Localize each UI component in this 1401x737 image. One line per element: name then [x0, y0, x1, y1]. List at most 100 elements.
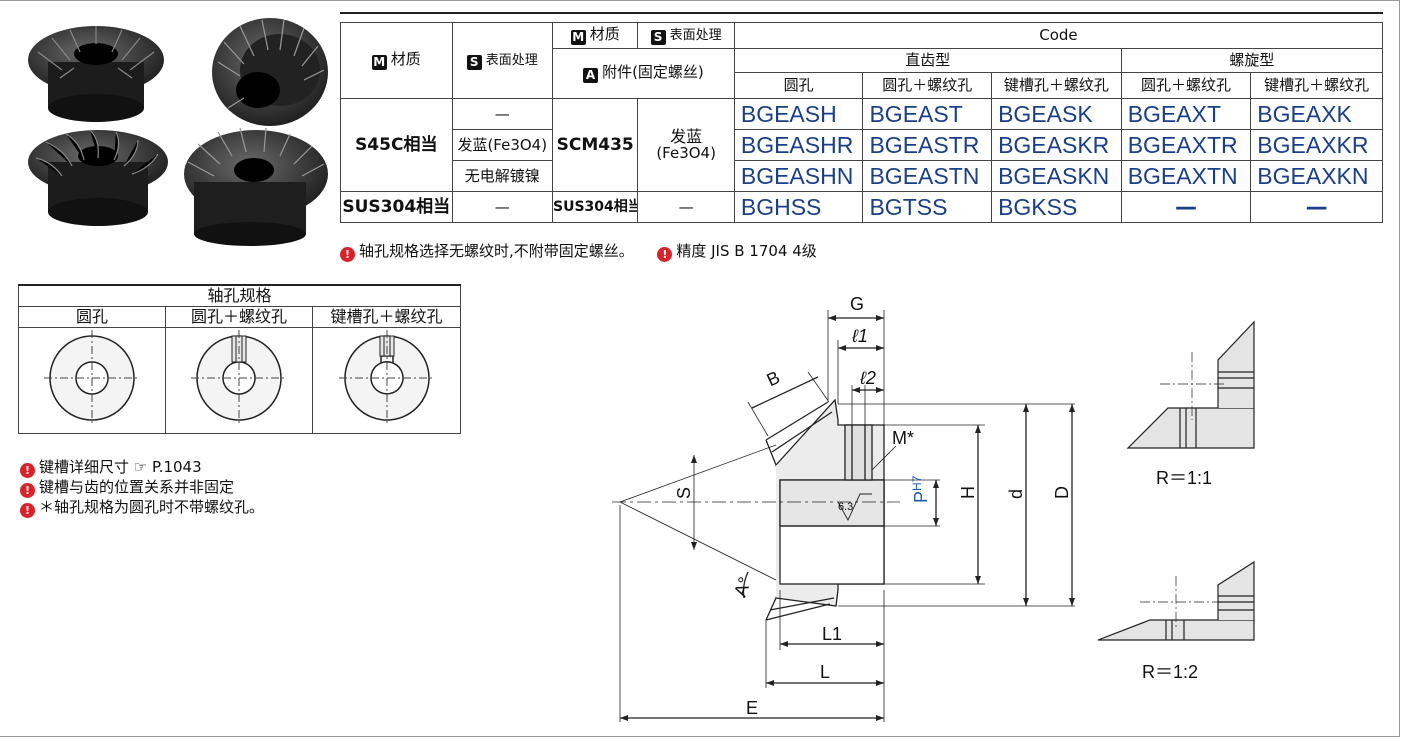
code-cell[interactable]: BGEASTN — [862, 160, 993, 192]
roughness-value: 6.3 — [838, 501, 853, 513]
straight-type-header: 直齿型 — [733, 48, 1122, 73]
code-cell[interactable]: BGEAXK — [1250, 98, 1383, 130]
surface-blue: 发蓝(Fe3O4) — [451, 129, 554, 161]
hole-col-round: 圆孔 — [18, 306, 166, 328]
col-round-hole: 圆孔 — [733, 72, 864, 99]
ratio-1-1-drawing — [1126, 320, 1255, 449]
dim-a: A° — [730, 574, 755, 599]
sus-acc-surface: — — [637, 191, 735, 223]
note-icon: ! — [657, 247, 673, 262]
col-spiral-round-thread: 圆孔＋螺纹孔 — [1120, 72, 1252, 99]
hole-table-title: 轴孔规格 — [18, 284, 461, 307]
dim-s: S — [674, 487, 694, 499]
dim-p: PH7 — [910, 475, 931, 503]
hole-notes: !键槽详细尺寸 ☞ P.1043 !键槽与齿的位置关系并非固定 !＊轴孔规格为圆… — [20, 458, 264, 518]
dim-l-length: L — [820, 662, 830, 682]
a-badge: A — [583, 68, 599, 83]
m-badge: M — [371, 55, 387, 70]
dim-g: G — [850, 294, 864, 314]
code-header: Code — [733, 22, 1384, 49]
col-round-thread: 圆孔＋螺纹孔 — [862, 72, 993, 99]
material-s45c-label: S45C相当 — [355, 134, 438, 155]
code-cell[interactable]: BGEASKN — [991, 160, 1122, 192]
col-key-thread: 键槽孔＋螺纹孔 — [991, 72, 1122, 99]
material-sus304: SUS304相当 — [340, 191, 453, 223]
dim-b: B — [764, 367, 783, 390]
product-photo — [28, 18, 328, 246]
m-badge: M — [570, 30, 586, 45]
acc-material-label: SCM435 — [556, 134, 634, 155]
note-icon: ! — [340, 247, 355, 262]
code-cell[interactable]: BGEAXTR — [1120, 129, 1252, 161]
material-s45c: S45C相当 — [340, 98, 453, 192]
surface-none: — — [451, 98, 554, 130]
dim-d-small: d — [1006, 489, 1026, 499]
code-cell[interactable]: BGEASH — [733, 98, 864, 130]
surface-header-label: 表面处理 — [485, 53, 538, 68]
dim-l1-length: L1 — [822, 624, 842, 644]
note-text[interactable]: 键槽详细尺寸 ☞ P.1043 — [39, 458, 202, 476]
code-cell-empty: — — [1250, 191, 1383, 223]
col-spiral-key-thread: 键槽孔＋螺纹孔 — [1250, 72, 1383, 99]
dim-d-large: D — [1052, 486, 1072, 499]
code-cell[interactable]: BGEASKR — [991, 129, 1122, 161]
acc-material: SCM435 — [551, 98, 639, 192]
code-cell[interactable]: BGEASHR — [733, 129, 864, 161]
material-header-label: 材质 — [390, 50, 421, 68]
note-icon: ! — [20, 503, 35, 518]
dim-e: E — [746, 698, 758, 718]
accessory-header-label: 附件(固定螺丝) — [602, 63, 704, 81]
note-text: 精度 JIS B 1704 4级 — [676, 242, 817, 260]
acc-surface: 发蓝(Fe3O4) — [637, 98, 735, 192]
code-cell[interactable]: BGEAXTN — [1120, 160, 1252, 192]
acc-material-header-label: 材质 — [589, 25, 620, 43]
surface-nickel: 无电解镀镍 — [451, 160, 554, 192]
code-cell[interactable]: BGEAXT — [1120, 98, 1252, 130]
acc-surface-line2: (Fe3O4) — [656, 144, 716, 162]
code-cell[interactable]: BGHSS — [733, 191, 864, 223]
code-cell[interactable]: BGTSS — [862, 191, 993, 223]
s-badge: S — [650, 30, 666, 45]
code-cell[interactable]: BGEASTR — [862, 129, 993, 161]
code-cell[interactable]: BGKSS — [991, 191, 1122, 223]
note-icon: ! — [20, 483, 35, 498]
code-cell[interactable]: BGEAXKN — [1250, 160, 1383, 192]
acc-surface-line1: 发蓝 — [670, 127, 703, 146]
ratio-1-2-drawing — [1097, 560, 1255, 641]
dim-p-letter: P — [911, 491, 931, 503]
s-badge: S — [466, 55, 482, 70]
dim-l1: ℓ1 — [851, 326, 868, 346]
sus-surface: — — [451, 191, 554, 223]
round-hole-diagram — [18, 327, 166, 434]
spiral-type-header: 螺旋型 — [1120, 48, 1384, 73]
gear-photo-3 — [28, 129, 168, 226]
hole-col-key-thread: 键槽孔＋螺纹孔 — [312, 306, 461, 328]
acc-surface-header-label: 表面处理 — [669, 28, 722, 43]
code-cell[interactable]: BGEASHN — [733, 160, 864, 192]
sus-acc-material: SUS304相当 — [551, 191, 639, 223]
table-top-rule — [340, 12, 1383, 14]
gear-photo-1 — [28, 26, 164, 122]
ratio-1-1-label: R＝1:1 — [1156, 468, 1213, 488]
gear-drawing: G ℓ1 ℓ2 B M* S PH7 H d D A° L1 L E 6.3 — [612, 294, 1255, 722]
dim-h: H — [958, 486, 978, 499]
material-sus304-label: SUS304相当 — [342, 196, 451, 217]
hole-spec-table: 轴孔规格 圆孔 圆孔＋螺纹孔 键槽孔＋螺纹孔 — [18, 284, 461, 434]
gear-photo-4 — [184, 127, 328, 246]
code-cell[interactable]: BGEASK — [991, 98, 1122, 130]
round-thread-hole-diagram — [165, 327, 313, 434]
code-cell[interactable]: BGEAXKR — [1250, 129, 1383, 161]
note-text: 轴孔规格选择无螺纹时,不附带固定螺丝。 — [359, 242, 634, 260]
dim-l2: ℓ2 — [859, 368, 876, 388]
code-cell-empty: — — [1120, 191, 1252, 223]
dim-h7: H7 — [910, 475, 924, 491]
note-text: ＊轴孔规格为圆孔时不带螺纹孔。 — [39, 498, 265, 516]
note-text: 键槽与齿的位置关系并非固定 — [39, 478, 235, 496]
gear-photo-2 — [212, 18, 328, 126]
code-cell[interactable]: BGEAST — [862, 98, 993, 130]
